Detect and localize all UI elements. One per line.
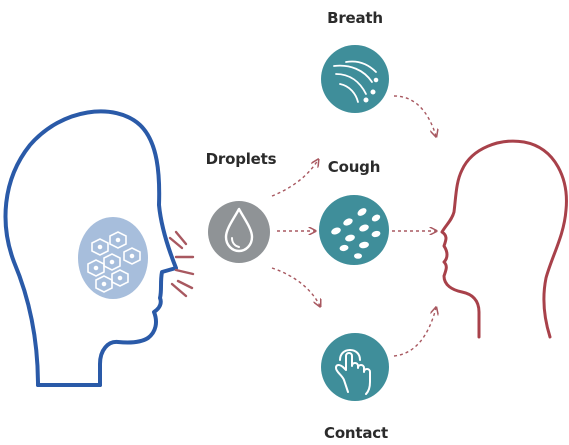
- droplets-label: Droplets: [206, 150, 277, 168]
- arrow-droplets-to-contact: [272, 268, 320, 306]
- cough-label: Cough: [328, 158, 380, 176]
- droplets-node: [208, 201, 270, 263]
- breath-label: Breath: [327, 9, 383, 27]
- cough-node: [319, 195, 389, 265]
- contact-node: [321, 333, 389, 401]
- contact-label: Contact: [324, 424, 388, 442]
- arrow-contact-to-target: [394, 308, 436, 356]
- breath-node: [321, 45, 389, 113]
- virus-cluster-icon: [78, 217, 148, 299]
- arrow-breath-to-target: [394, 96, 436, 136]
- arrow-droplets-to-breath: [272, 160, 318, 196]
- target-head: [442, 141, 566, 337]
